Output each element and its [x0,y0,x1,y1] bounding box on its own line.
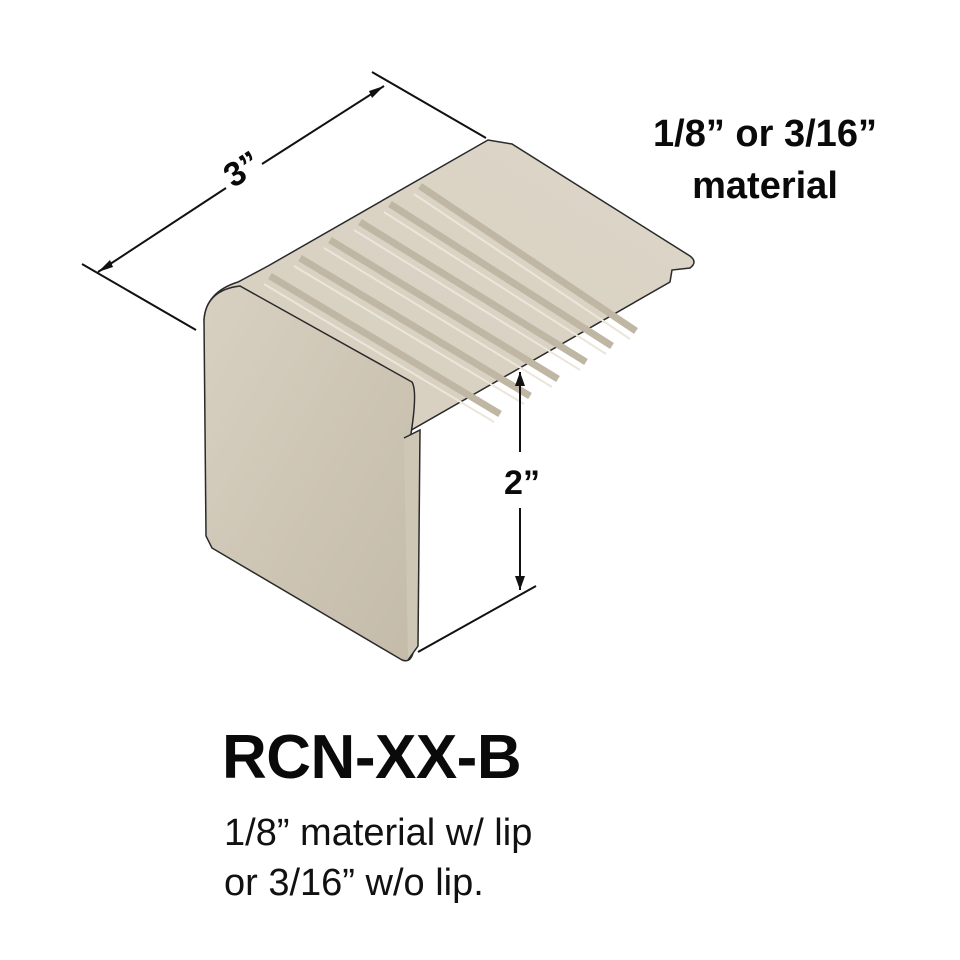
dimension-line [261,85,385,165]
material-callout: 1/8” or 3/16” material [610,108,920,212]
nosing-front-face [203,285,416,662]
callout-line-1: 1/8” or 3/16” [653,113,877,155]
callout-line-2: material [692,165,838,207]
arrowhead-icon [515,576,525,590]
rib-grooves [268,183,638,418]
nosing-inner-edge [403,428,421,661]
dimension-line [97,187,227,273]
arrowhead-icon [369,86,384,98]
arrowhead-icon [515,372,525,386]
product-description-line-1: 1/8” material w/ lip [224,812,533,854]
height-label: 2” [504,464,540,502]
width-label: 3” [217,144,268,195]
product-description-line-2: or 3/16” w/o lip. [224,862,484,904]
arrowhead-icon [98,260,113,272]
product-code: RCN-XX-B [222,723,522,792]
extension-line-left [81,263,197,331]
extension-line-right [371,71,487,139]
height-dimension: 2” [417,372,540,653]
extension-line-bottom [417,585,537,653]
